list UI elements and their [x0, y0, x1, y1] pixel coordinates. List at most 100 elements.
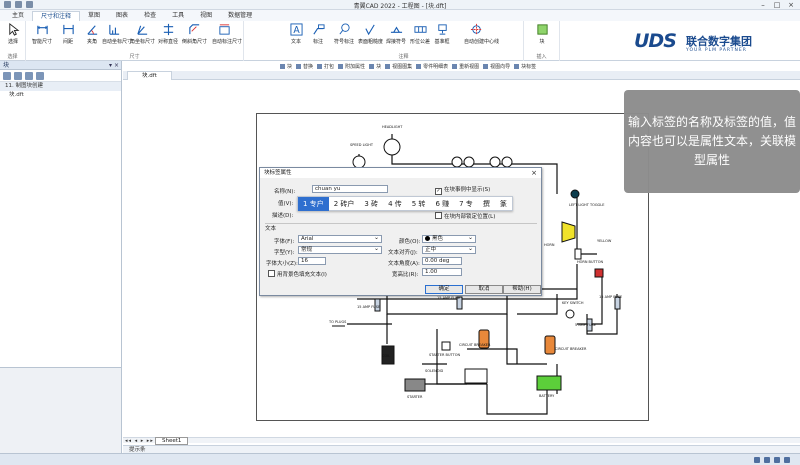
- title-bar: 青翼CAD 2022 - 工程图 - [块.dft] – □ ×: [0, 0, 800, 10]
- label-fuse-3: 5 AMP FUSE: [575, 323, 596, 327]
- ime-candidate[interactable]: 3 砖: [364, 200, 379, 208]
- ime-candidate[interactable]: 2 砖户: [333, 200, 355, 208]
- quick-access-toolbar[interactable]: [4, 1, 33, 8]
- fill-background-checkbox[interactable]: 用背景色填充文本(I): [268, 270, 327, 278]
- undo-icon[interactable]: [15, 1, 22, 8]
- datum-frame-button[interactable]: 基准框: [430, 23, 454, 45]
- font-select[interactable]: Arial: [298, 234, 382, 243]
- name-input[interactable]: chuan yu: [312, 185, 388, 193]
- maximize-icon[interactable]: □: [773, 1, 781, 9]
- command-bar: 提示条: [123, 445, 800, 453]
- tab-inspect[interactable]: 检查: [144, 12, 157, 19]
- auto-centerline-button[interactable]: 自动创建中心线: [464, 23, 499, 45]
- select-button[interactable]: 选择: [1, 23, 25, 45]
- geometric-tolerance-button[interactable]: 形位公差: [408, 23, 432, 45]
- window-controls[interactable]: – □ ×: [756, 0, 798, 10]
- ime-candidate[interactable]: 5 转: [411, 200, 426, 208]
- align-label: 文本对齐(J):: [388, 250, 418, 256]
- balloon-button[interactable]: 符号标注: [332, 23, 356, 45]
- lock-position-checkbox[interactable]: 在块内部锁定位置(L): [435, 212, 495, 220]
- block-tool-block[interactable]: 块: [280, 63, 292, 70]
- refresh-icon[interactable]: [36, 72, 44, 80]
- prompt-bar-label[interactable]: 提示条: [129, 447, 146, 453]
- style-select[interactable]: 常规: [298, 245, 382, 254]
- ime-candidate[interactable]: 7 专: [459, 200, 473, 208]
- panel-close-icon[interactable]: ▾ ×: [109, 62, 119, 69]
- block-tool-replace[interactable]: 替换: [296, 63, 313, 70]
- surface-roughness-button[interactable]: 表面粗糙度: [358, 23, 383, 45]
- document-tab[interactable]: 块.dft: [127, 71, 172, 80]
- text-button[interactable]: A 文本: [284, 23, 308, 45]
- label-solenoid: SOLENOID: [425, 369, 444, 373]
- label-to-plugs: TO PLUGS: [328, 320, 347, 324]
- block-tool-pack[interactable]: 打包: [317, 63, 334, 70]
- font-label: 字体(F):: [274, 239, 295, 245]
- fit-icon[interactable]: [774, 457, 780, 463]
- description-label: 描述(D):: [272, 213, 294, 219]
- callout-button[interactable]: 标注: [306, 23, 330, 45]
- block-tool-view-wizard[interactable]: 视图向导: [483, 63, 510, 70]
- grid-icon[interactable]: [754, 457, 760, 463]
- block-button[interactable]: 块: [530, 23, 554, 45]
- size-input[interactable]: 16: [298, 257, 326, 265]
- ribbon-group-select: 选择 选择: [0, 21, 26, 61]
- color-select[interactable]: 黑色: [422, 234, 476, 243]
- smart-dimension-button[interactable]: 智能尺寸: [30, 23, 54, 45]
- show-in-instance-checkbox[interactable]: 在块事例中显示(S): [435, 185, 490, 195]
- tab-data-management[interactable]: 数据管理: [228, 12, 253, 19]
- weld-symbol-button[interactable]: 焊接符号: [384, 23, 408, 45]
- auto-dimension-button[interactable]: 自动标注尺寸: [212, 23, 242, 45]
- delete-block-icon[interactable]: [25, 72, 33, 80]
- wiring-diagram: HEADLIGHT SPEED LIGHT LEFT LIGHT TOGGLE …: [328, 125, 622, 415]
- horizontal-scrollbar[interactable]: [123, 437, 800, 443]
- tree-group[interactable]: 11. 制图块创建: [0, 82, 121, 91]
- tab-tools[interactable]: 工具: [172, 12, 185, 19]
- block-tool-parts-list[interactable]: 零件明细表: [416, 63, 448, 70]
- block-tool-block-label[interactable]: 块标签: [514, 63, 536, 70]
- ime-candidate[interactable]: 撰: [482, 200, 490, 208]
- status-bar: [0, 453, 800, 465]
- help-button[interactable]: 帮助(H): [503, 285, 541, 294]
- label-starter-button: STARTER BUTTON: [429, 353, 460, 357]
- symmetric-diameter-button[interactable]: 对称直径: [156, 23, 180, 45]
- zoom-icon[interactable]: [764, 457, 770, 463]
- block-tool-attach-attribute[interactable]: 附加属性: [338, 63, 365, 70]
- label-circuit-breaker-1: CIRCUIT BREAKER: [459, 343, 491, 347]
- block-label-properties-dialog: 块标签属性 × 名称(N): chuan yu 值(V): 描述(D): 在块事…: [259, 167, 542, 296]
- pan-icon[interactable]: [784, 457, 790, 463]
- auto-coordinate-dimension-button[interactable]: 自动坐标尺寸: [102, 23, 132, 45]
- sheet-nav-icon[interactable]: ◂◂ ◂ ▸ ▸▸: [125, 438, 154, 444]
- cancel-button[interactable]: 取消: [465, 285, 503, 294]
- tab-home[interactable]: 主页: [12, 12, 25, 19]
- ime-candidate[interactable]: 6 赚: [435, 200, 450, 208]
- save-icon[interactable]: [4, 1, 11, 8]
- ime-candidate[interactable]: 篆: [499, 200, 507, 208]
- chamfer-dimension-button[interactable]: 倒斜角尺寸: [182, 23, 207, 45]
- dialog-close-icon[interactable]: ×: [531, 169, 537, 177]
- ratio-input[interactable]: 1.00: [422, 268, 462, 276]
- sheet-tab[interactable]: Sheet1: [155, 437, 189, 445]
- tab-dimension-annotation[interactable]: 尺寸和注释: [32, 11, 81, 21]
- block-tool-view-set[interactable]: 视图图集: [385, 63, 412, 70]
- close-icon[interactable]: ×: [788, 1, 794, 9]
- edit-block-icon[interactable]: [14, 72, 22, 80]
- angular-coordinate-button[interactable]: 角坐标尺寸: [130, 23, 155, 45]
- label-fuse-4: 15 AMP FUSE: [599, 295, 622, 299]
- tab-chart[interactable]: 图表: [116, 12, 129, 19]
- tab-sketch[interactable]: 草图: [88, 12, 101, 19]
- minimize-icon[interactable]: –: [761, 1, 765, 9]
- tab-view[interactable]: 视图: [200, 12, 213, 19]
- new-block-icon[interactable]: [3, 72, 11, 80]
- block-tool-block2[interactable]: 块: [369, 63, 381, 70]
- tree-item[interactable]: 块.dft: [9, 92, 24, 98]
- angle-button[interactable]: 夹角: [80, 23, 104, 45]
- redo-icon[interactable]: [26, 1, 33, 8]
- ok-button[interactable]: 确定: [425, 285, 463, 294]
- distance-button[interactable]: 间距: [56, 23, 80, 45]
- block-tool-review[interactable]: 重新视图: [452, 63, 479, 70]
- ime-candidate[interactable]: 4 传: [388, 200, 402, 208]
- drawing-sheet[interactable]: HEADLIGHT SPEED LIGHT LEFT LIGHT TOGGLE …: [256, 113, 649, 421]
- ime-candidate[interactable]: 1 专户: [298, 197, 329, 211]
- align-select[interactable]: 正中: [422, 245, 476, 254]
- angle-input[interactable]: 0.00 deg: [422, 257, 462, 265]
